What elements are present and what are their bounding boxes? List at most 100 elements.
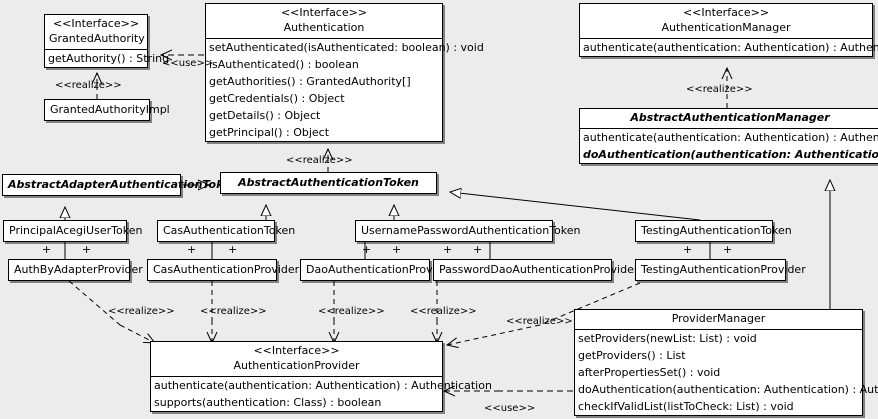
- operations-compartment: setProviders(newList: List) : void getPr…: [575, 329, 878, 415]
- class-header: PrincipalAcegiUserToken: [4, 221, 142, 241]
- class-header: ProviderManager: [575, 310, 862, 329]
- class-principal-acegi-user-token[interactable]: PrincipalAcegiUserToken: [3, 220, 142, 242]
- class-header: AuthByAdapterProvider: [9, 260, 143, 280]
- edge-label-realize-authentication-manager: <<realize>>: [686, 84, 753, 95]
- class-header: DaoAuthenticationProvider: [301, 260, 454, 280]
- class-name: Authentication: [283, 21, 365, 34]
- class-name: AuthenticationProvider: [233, 359, 360, 372]
- association-mark: +: [473, 243, 483, 256]
- stereotype-label: <<Interface>>: [280, 6, 368, 19]
- class-provider-manager[interactable]: ProviderManager setProviders(newList: Li…: [574, 309, 878, 416]
- class-header: TestingAuthenticationProvider: [636, 260, 806, 280]
- class-auth-by-adapter-provider[interactable]: AuthByAdapterProvider: [8, 259, 143, 281]
- class-cas-authentication-token[interactable]: CasAuthenticationToken: [157, 220, 295, 242]
- class-name: UsernamePasswordAuthenticationToken: [361, 224, 581, 237]
- edge-label-realize-granted-authority: <<realize>>: [55, 80, 122, 91]
- class-header: <<Interface>> AuthenticationProvider: [151, 342, 442, 376]
- class-authentication-manager[interactable]: <<Interface>> AuthenticationManager auth…: [579, 3, 878, 57]
- operation: getAuthorities() : GrantedAuthority[]: [209, 75, 411, 88]
- class-header: GrantedAuthorityImpl: [45, 100, 170, 120]
- operation: getCredentials() : Object: [209, 92, 345, 105]
- class-header: AbstractAuthenticationToken: [221, 173, 436, 193]
- association-mark: +: [443, 243, 453, 256]
- class-abstract-authentication-manager[interactable]: AbstractAuthenticationManager authentica…: [579, 108, 878, 164]
- association-mark: +: [392, 243, 402, 256]
- class-testing-authentication-token[interactable]: TestingAuthenticationToken: [635, 220, 792, 242]
- class-username-password-authentication-token[interactable]: UsernamePasswordAuthenticationToken: [355, 220, 581, 242]
- class-name: AbstractAdapterAuthenticationToken: [8, 178, 239, 191]
- stereotype-label: <<Interface>>: [253, 344, 340, 357]
- class-header: <<Interface>> Authentication: [206, 4, 442, 38]
- stereotype-label: <<Interface>>: [52, 17, 140, 30]
- association-mark: +: [683, 243, 693, 256]
- association-mark: +: [187, 243, 197, 256]
- operation: setAuthenticated(isAuthenticated: boolea…: [209, 41, 484, 54]
- operations-compartment: authenticate(authentication: Authenticat…: [151, 376, 492, 411]
- class-cas-authentication-provider[interactable]: CasAuthenticationProvider: [147, 259, 299, 281]
- operation-abstract: doAuthentication(authentication: Authent…: [583, 148, 878, 161]
- edge-label-realize-cas-provider: <<realize>>: [200, 306, 267, 317]
- class-header: <<Interface>> AuthenticationManager: [580, 4, 872, 38]
- class-header: UsernamePasswordAuthenticationToken: [356, 221, 581, 241]
- class-name: AuthByAdapterProvider: [14, 263, 143, 276]
- operations-compartment: setAuthenticated(isAuthenticated: boolea…: [206, 38, 484, 141]
- class-name: CasAuthenticationProvider: [153, 263, 300, 276]
- class-abstract-authentication-token[interactable]: AbstractAuthenticationToken: [220, 172, 437, 194]
- class-header: CasAuthenticationProvider: [148, 260, 299, 280]
- edge-label-realize-authentication: <<realize>>: [286, 155, 353, 166]
- class-authentication-provider[interactable]: <<Interface>> AuthenticationProvider aut…: [150, 341, 492, 412]
- association-mark: +: [42, 243, 52, 256]
- class-password-dao-authentication-provider[interactable]: PasswordDaoAuthenticationProvider: [433, 259, 638, 281]
- class-granted-authority[interactable]: <<Interface>> GrantedAuthority getAuthor…: [44, 14, 170, 68]
- association-mark: +: [228, 243, 238, 256]
- operation: getProviders() : List: [578, 349, 686, 362]
- class-header: AbstractAdapterAuthenticationToken: [3, 175, 238, 195]
- class-abstract-adapter-authentication-token[interactable]: AbstractAdapterAuthenticationToken: [2, 174, 238, 196]
- class-testing-authentication-provider[interactable]: TestingAuthenticationProvider: [635, 259, 806, 281]
- class-name: TestingAuthenticationProvider: [641, 263, 806, 276]
- class-name: CasAuthenticationToken: [163, 224, 296, 237]
- class-name: GrantedAuthorityImpl: [50, 103, 170, 116]
- operation: isAuthenticated() : boolean: [209, 58, 359, 71]
- operations-compartment: getAuthority() : String: [45, 49, 170, 67]
- class-header: TestingAuthenticationToken: [636, 221, 792, 241]
- class-name: ProviderManager: [671, 312, 766, 325]
- class-header: <<Interface>> GrantedAuthority: [45, 15, 147, 49]
- operation: setProviders(newList: List) : void: [578, 332, 757, 345]
- edge-label-realize-password-dao-provider: <<realize>>: [410, 306, 477, 317]
- operation: authenticate(authentication: Authenticat…: [154, 379, 492, 392]
- edge-label-realize-dao-provider: <<realize>>: [318, 306, 385, 317]
- operation: authenticate(authentication: Authenticat…: [583, 41, 878, 54]
- stereotype-label: <<Interface>>: [682, 6, 770, 19]
- class-name: AuthenticationManager: [661, 21, 791, 34]
- operation: checkIfValidList(listToCheck: List) : vo…: [578, 400, 794, 413]
- operation: authenticate(authentication: Authenticat…: [583, 131, 878, 144]
- operations-compartment: authenticate(authentication: Authenticat…: [580, 128, 878, 163]
- operation: getPrincipal() : Object: [209, 126, 330, 139]
- edge-label-use-provider-manager: <<use>>: [484, 403, 536, 414]
- operation: doAuthentication(authentication: Authent…: [578, 383, 878, 396]
- class-granted-authority-impl[interactable]: GrantedAuthorityImpl: [44, 99, 170, 121]
- edge-label-realize-auth-by-adapter: <<realize>>: [108, 306, 175, 317]
- class-header: AbstractAuthenticationManager: [580, 109, 878, 128]
- edge-label-use-granted-authority: <<use>>: [162, 58, 214, 69]
- operation: getAuthority() : String: [48, 52, 170, 65]
- class-name: PrincipalAcegiUserToken: [9, 224, 143, 237]
- class-name: AbstractAuthenticationManager: [630, 111, 830, 124]
- operation: supports(authentication: Class) : boolea…: [154, 396, 382, 409]
- class-name: GrantedAuthority: [49, 32, 145, 45]
- class-header: PasswordDaoAuthenticationProvider: [434, 260, 638, 280]
- association-mark: +: [362, 243, 372, 256]
- operation: getDetails() : Object: [209, 109, 321, 122]
- association-mark: +: [723, 243, 733, 256]
- class-authentication[interactable]: <<Interface>> Authentication setAuthenti…: [205, 3, 484, 142]
- operations-compartment: authenticate(authentication: Authenticat…: [580, 38, 878, 56]
- class-name: TestingAuthenticationToken: [641, 224, 792, 237]
- class-name: PasswordDaoAuthenticationProvider: [439, 263, 639, 276]
- class-name: DaoAuthenticationProvider: [306, 263, 454, 276]
- edge-label-realize-testing-provider: <<realize>>: [506, 316, 573, 327]
- class-dao-authentication-provider[interactable]: DaoAuthenticationProvider: [300, 259, 454, 281]
- class-name: AbstractAuthenticationToken: [238, 176, 419, 189]
- association-mark: +: [82, 243, 92, 256]
